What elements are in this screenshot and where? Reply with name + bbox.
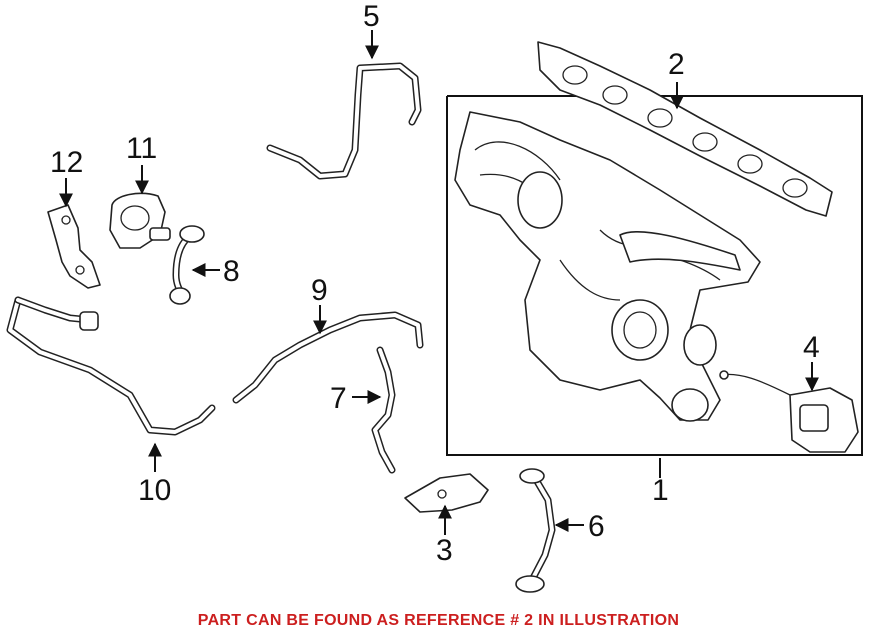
reference-note: PART CAN BE FOUND AS REFERENCE # 2 IN IL… xyxy=(197,612,680,629)
callout-7: 7 xyxy=(330,382,347,415)
support-bracket-part[interactable] xyxy=(404,473,489,513)
callout-1: 1 xyxy=(652,474,669,507)
bracket-part[interactable] xyxy=(47,204,101,289)
callout-8: 8 xyxy=(223,255,240,288)
callout-labels: 1 2 3 4 5 6 7 8 9 10 11 12 xyxy=(50,0,820,567)
callout-10: 10 xyxy=(138,474,171,507)
turbocharger-part[interactable] xyxy=(454,111,761,422)
coolant-line-left-part[interactable] xyxy=(6,296,216,436)
callout-4: 4 xyxy=(803,331,820,364)
callout-9: 9 xyxy=(311,274,328,307)
oil-line-part[interactable] xyxy=(266,62,422,180)
water-pump-part[interactable] xyxy=(109,192,171,249)
callout-12: 12 xyxy=(50,146,83,179)
callout-3: 3 xyxy=(436,534,453,567)
callout-6: 6 xyxy=(588,510,605,543)
gasket-part[interactable] xyxy=(537,41,833,217)
coolant-line-right-part[interactable] xyxy=(232,311,424,404)
leader-lines xyxy=(59,30,819,535)
turbocharger-assembly-box xyxy=(446,95,863,456)
callout-2: 2 xyxy=(668,48,685,81)
callout-5: 5 xyxy=(363,0,380,33)
actuator-part[interactable] xyxy=(719,370,859,453)
intake-pipe-part[interactable] xyxy=(515,468,556,593)
callout-11: 11 xyxy=(126,132,157,165)
hose-part[interactable] xyxy=(169,225,205,305)
pipe-seven-part[interactable] xyxy=(371,346,396,474)
